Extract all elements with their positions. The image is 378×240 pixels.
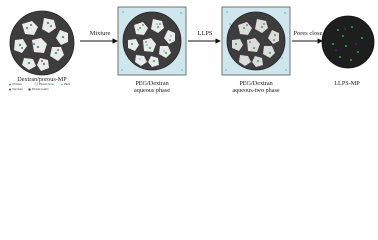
legend [9,82,63,91]
diagram-canvas [9,6,375,91]
legend-protein-label: Protein [12,82,23,86]
legend-plga-pore-label: PLGA pore [39,82,54,86]
legend-plga-matrix-swatch [28,88,31,91]
legend-peg-swatch [61,83,63,86]
step-llps-label: LLPS [197,30,213,37]
llps-mp-sphere [321,15,375,69]
aqueous-two-phase-panel [221,6,291,76]
legend-dextran-label: Dextran [12,87,24,91]
legend-protein-swatch [9,83,11,86]
panel-3-label-line2: aqueous-two phase [232,87,280,95]
step-mixture-label: Mixture [89,30,111,37]
legend-dextran-swatch [9,88,11,91]
panel-2-label-line2: aqueous phase [134,87,170,95]
legend-plga-matrix-label: PLGA matrix [32,87,49,91]
porous-mp-sphere [9,10,75,76]
step-pores-close-label: Pores close [293,30,323,37]
panel-3-label-line1: PEG/Dextran [239,80,273,87]
legend-plga-pore-swatch [34,82,39,86]
panel-2-label: PEG/Dextran aqueous phase [114,80,190,95]
panel-2-label-line1: PEG/Dextran [135,80,169,87]
panel-4-label: LLPS-MP [334,80,360,87]
aqueous-phase-panel [117,6,187,76]
panel-3-label: PEG/Dextran aqueous-two phase [216,80,296,95]
panel-1-label: Dextran/porous-MP [17,76,67,83]
legend-peg-label: PEG [64,82,71,86]
